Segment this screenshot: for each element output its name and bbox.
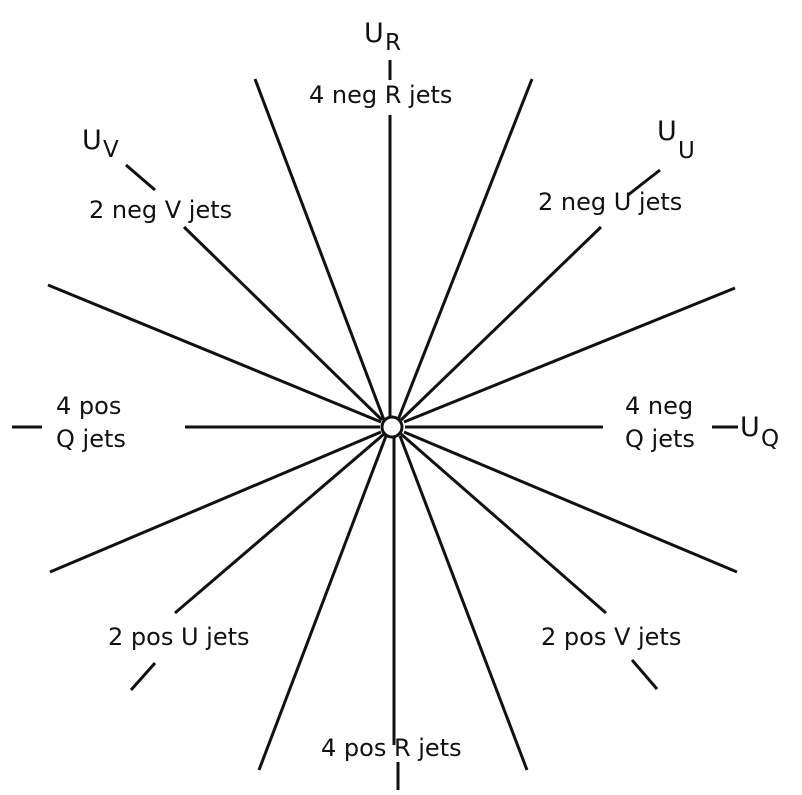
ray-right-shallow-upper [403, 286, 736, 424]
axis-label-q-main: U [740, 412, 760, 443]
label-pos-v-jets: 2 pos V jets [541, 623, 681, 651]
ray-right-shallow-lower [403, 430, 738, 574]
ray-lower-right-steep [398, 435, 529, 771]
label-neg-q-line2: Q jets [625, 425, 695, 453]
axis-label-r-main: U [364, 18, 384, 49]
axis-label-v: U V [82, 125, 119, 163]
axis-label-r-sub: R [385, 30, 401, 56]
label-neg-u-jets: 2 neg U jets [538, 188, 682, 216]
axis-label-v-sub: V [103, 137, 119, 163]
label-neg-q-jets: 4 neg Q jets [625, 392, 695, 453]
ray-v-upper-a [125, 163, 156, 192]
axis-label-v-main: U [82, 125, 102, 156]
axis-label-q-sub: Q [761, 426, 779, 452]
axis-label-r: U R [364, 18, 401, 56]
label-neg-q-line1: 4 neg [625, 392, 693, 420]
label-pos-r-jets: 4 pos R jets [321, 734, 462, 762]
label-pos-u-jets: 2 pos U jets [108, 623, 250, 651]
ray-left-shallow-lower [49, 430, 382, 574]
axis-label-u-main: U [657, 116, 677, 147]
ray-upper-left-steep [253, 78, 386, 421]
ray-u-lower-b [129, 662, 157, 691]
ray-lines [12, 60, 738, 790]
ray-u-upper-b [399, 225, 603, 422]
ray-upper-right-steep [396, 78, 534, 421]
ray-lower-left-steep [257, 435, 388, 771]
ray-v-lower-b [630, 659, 659, 690]
ray-v-lower-a [400, 432, 607, 615]
label-pos-q-jets: 4 pos Q jets [56, 392, 126, 453]
center-hub [380, 415, 404, 439]
ray-v-upper-b [182, 225, 384, 422]
ray-left-shallow-upper [47, 283, 382, 424]
ray-u-upper-a [627, 168, 661, 197]
label-neg-r-jets: 4 neg R jets [309, 81, 452, 109]
axis-label-q: U Q [740, 412, 779, 452]
label-neg-v-jets: 2 neg V jets [89, 196, 232, 224]
label-pos-q-line2: Q jets [56, 425, 126, 453]
ray-u-lower-a [174, 432, 385, 615]
label-pos-q-line1: 4 pos [56, 392, 121, 420]
axis-label-u-sub: U [678, 138, 695, 164]
axis-label-u: U U [657, 116, 695, 164]
